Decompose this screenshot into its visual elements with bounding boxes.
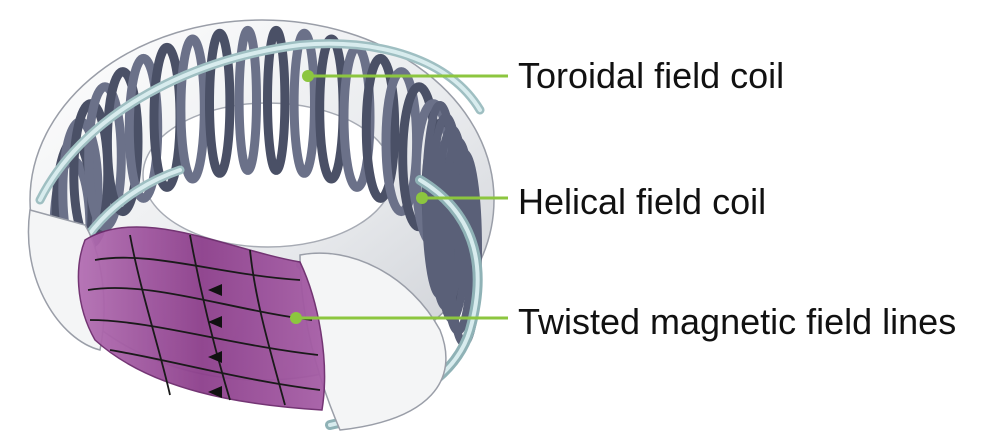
toroidal-field-coil-label: Toroidal field coil (518, 58, 784, 94)
twisted-field-lines-label: Twisted magnetic field lines (518, 304, 956, 340)
helical-field-coil-label: Helical field coil (518, 184, 766, 220)
